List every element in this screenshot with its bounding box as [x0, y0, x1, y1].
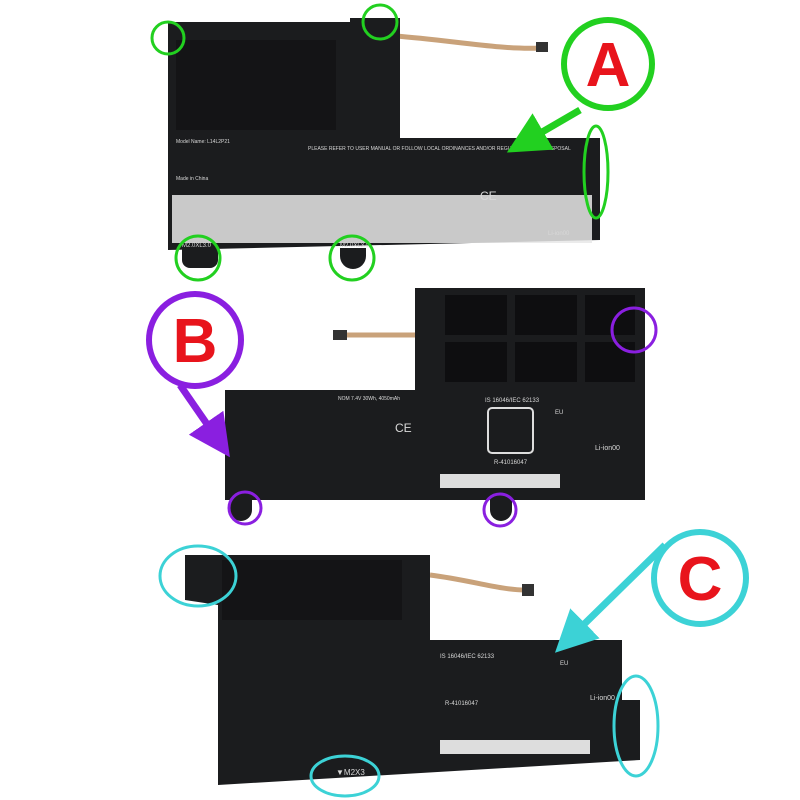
- li-ion-mark: Li-ion00: [595, 445, 620, 452]
- highlight-circles: [227, 306, 658, 528]
- battery-body: [225, 288, 645, 500]
- screw-label: ▼M2X3: [336, 768, 365, 777]
- callout-letter-c: C: [678, 545, 723, 614]
- white-label: [172, 195, 592, 243]
- mount-tab: [182, 248, 218, 268]
- highlight-circles: [158, 544, 660, 798]
- highlight-circles: [150, 3, 610, 282]
- cable: [429, 572, 526, 593]
- callout-circle-c: [651, 529, 749, 627]
- mount-tab: [340, 248, 366, 269]
- model-text: Model Name: L14L2P21: [176, 139, 230, 145]
- connector: [536, 42, 548, 52]
- cell-area: [222, 560, 402, 620]
- callout-arrow-a: [506, 106, 582, 153]
- mount-tab: [490, 500, 512, 521]
- callout-circle-b: [146, 291, 244, 389]
- nom-text: NOM 7.4V 30Wh, 4050mAh: [338, 396, 400, 402]
- reg-number: R-41016047: [445, 701, 479, 707]
- connector: [522, 584, 534, 596]
- barcode-label: [440, 474, 560, 488]
- standard-text: IS 16046/IEC 62133: [485, 398, 540, 404]
- eu-mark: EU: [555, 410, 563, 416]
- screw-label: M2.0XL3.0: [340, 243, 370, 249]
- made-in-text: Made in China: [176, 176, 208, 182]
- reg-number: R-41016047: [494, 460, 528, 466]
- ce-mark: CE: [480, 189, 497, 203]
- callout-letter-a: A: [586, 31, 631, 100]
- screw-label: M2.0XL3.0: [182, 243, 212, 249]
- callout-circle-a: [561, 17, 655, 111]
- cell-area: [176, 40, 336, 130]
- callout-arrow-c: [554, 542, 668, 653]
- cell-grid: [445, 295, 635, 382]
- eu-mark: EU: [560, 661, 568, 667]
- s-mark: [487, 407, 534, 454]
- ce-mark: CE: [395, 421, 412, 435]
- battery-c: IS 16046/IEC 62133 R-41016047 EU Li-ion0…: [158, 529, 749, 798]
- standard-text: IS 16046/IEC 62133: [440, 654, 495, 660]
- callout-arrow-b: [177, 383, 230, 458]
- barcode-label: [440, 740, 590, 754]
- cable: [394, 33, 541, 51]
- connector: [333, 330, 347, 340]
- disposal-text: PLEASE REFER TO USER MANUAL OR FOLLOW LO…: [308, 146, 571, 152]
- li-ion-mark: Li-ion00: [590, 695, 615, 702]
- battery-b: NOM 7.4V 30Wh, 4050mAh IS 16046/IEC 6213…: [146, 288, 658, 528]
- battery-a: PLEASE REFER TO USER MANUAL OR FOLLOW LO…: [150, 3, 655, 282]
- callout-letter-b: B: [173, 307, 218, 376]
- mount-tab: [230, 500, 252, 521]
- li-ion-mark: Li-ion00: [548, 231, 570, 237]
